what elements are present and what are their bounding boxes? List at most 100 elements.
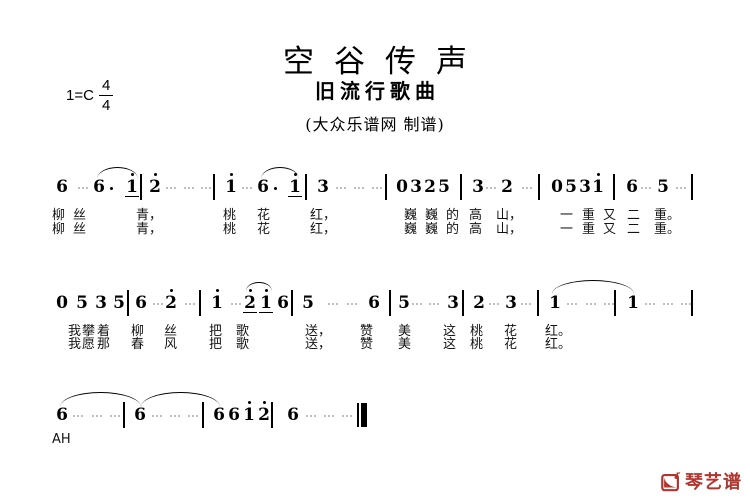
duration-dash — [188, 415, 198, 417]
lyric-syllable: 一 — [560, 222, 574, 237]
lyric-syllable: 柳 — [52, 208, 66, 223]
note-glyph: 6 — [287, 405, 299, 425]
barline — [537, 290, 539, 316]
note-glyph: 2 — [424, 177, 436, 197]
note-glyph: 3 — [95, 293, 107, 313]
note-glyph: 1 — [592, 173, 604, 197]
score-credit: (大众乐谱网 制谱) — [305, 115, 445, 134]
lyric-syllable: 美 — [398, 337, 412, 352]
note-glyph: 3 — [447, 293, 459, 313]
lyric-syllable: 重 — [582, 222, 596, 237]
note-glyph: 2 — [165, 289, 177, 313]
slur-arc — [60, 392, 141, 407]
lyric-syllable: 青， — [136, 222, 163, 237]
lyric-syllable: 红。 — [545, 324, 572, 339]
duration-dash — [676, 187, 686, 189]
lyric-syllable: 歌 — [236, 324, 250, 339]
lyric-syllable: 二 — [627, 208, 641, 223]
lyric-syllable: AH — [52, 432, 71, 447]
duration-dash — [342, 415, 352, 417]
note-glyph: 0 — [551, 177, 563, 197]
duration-dash — [166, 187, 176, 189]
time-signature: 4 4 — [98, 78, 114, 113]
time-numerator: 4 — [98, 78, 114, 96]
brand-name: 琴艺谱 — [685, 472, 742, 493]
note-glyph: 5 — [438, 177, 450, 197]
note-glyph: 3 — [317, 177, 329, 197]
note-glyph: 3 — [410, 177, 422, 197]
duration-dash — [73, 415, 83, 417]
lyric-syllable: 桃 — [223, 208, 237, 223]
duration-dash — [92, 415, 102, 417]
duration-dash — [586, 303, 596, 305]
lyric-syllable: 歌 — [236, 337, 250, 352]
lyric-syllable: 这 — [443, 324, 457, 339]
lyric-syllable: 的 — [446, 222, 460, 237]
barline — [460, 174, 462, 200]
lyric-syllable: 愿 — [82, 337, 96, 352]
duration-dash — [110, 415, 120, 417]
duration-dash — [201, 187, 211, 189]
brand-logo: 琴艺谱 — [660, 468, 742, 494]
lyric-syllable: 桃 — [470, 337, 484, 352]
lyric-syllable: 巍 — [425, 208, 439, 223]
key-signature: 1=C 4 4 — [66, 78, 114, 113]
duration-dash — [324, 415, 334, 417]
barline — [614, 290, 616, 316]
slur-arc — [141, 392, 220, 407]
lyric-syllable: 红。 — [545, 337, 572, 352]
lyric-syllable: 的 — [446, 208, 460, 223]
note-glyph: 5 — [302, 293, 314, 313]
barline — [462, 290, 464, 316]
lyric-syllable: 巍 — [425, 222, 439, 237]
duration-dash — [521, 303, 531, 305]
note-glyph: 2 — [243, 289, 257, 313]
note-glyph: 5 — [113, 293, 125, 313]
song-title: 空谷传声 — [283, 44, 487, 80]
note-glyph: 5 — [565, 177, 577, 197]
duration-dash — [170, 415, 180, 417]
lyric-syllable: 丝 — [164, 324, 178, 339]
note-glyph: 0 — [56, 293, 68, 313]
barline — [613, 174, 615, 200]
note-glyph: 3 — [472, 177, 484, 197]
lyric-syllable: 那 — [97, 337, 111, 352]
lyric-syllable: 又 — [603, 222, 617, 237]
lyric-syllable: 风 — [164, 337, 178, 352]
slur-arc — [97, 167, 138, 179]
note-glyph: 6 — [135, 293, 147, 313]
lyric-syllable: 重 — [582, 208, 596, 223]
lyric-syllable: 桃 — [223, 222, 237, 237]
lyric-syllable: 二 — [627, 222, 641, 237]
note-glyph: 1 — [549, 293, 561, 313]
barline — [291, 290, 293, 316]
barline — [199, 290, 201, 316]
lyric-syllable: 山， — [496, 222, 523, 237]
lyric-syllable: 花 — [504, 337, 518, 352]
duration-dash — [184, 187, 194, 189]
lyric-syllable: 巍 — [404, 208, 418, 223]
note-glyph: 1 — [211, 289, 223, 313]
barline — [389, 290, 391, 316]
note-glyph: 1 — [259, 289, 273, 313]
note-glyph: 6 — [626, 177, 638, 197]
note-glyph: 6 — [56, 405, 68, 425]
lyric-syllable: 花 — [257, 222, 271, 237]
lyric-syllable: 巍 — [404, 222, 418, 237]
lyric-syllable: 红， — [310, 222, 337, 237]
barline — [385, 174, 387, 200]
barline — [123, 402, 125, 428]
slur-arc — [261, 167, 299, 179]
note-glyph: 2 — [149, 173, 161, 197]
lyric-syllable: 着 — [97, 324, 111, 339]
lyric-syllable: 丝 — [73, 208, 87, 223]
lyric-syllable: 花 — [504, 324, 518, 339]
lyric-syllable: 高 — [469, 222, 483, 237]
lyric-syllable: 把 — [209, 324, 223, 339]
note-glyph: 1 — [243, 401, 255, 425]
lyric-syllable: 柳 — [131, 324, 145, 339]
note-glyph: 6 — [257, 177, 277, 197]
harp-note-icon — [660, 470, 682, 493]
final-barline-thin — [357, 403, 359, 427]
duration-dash — [486, 187, 496, 189]
